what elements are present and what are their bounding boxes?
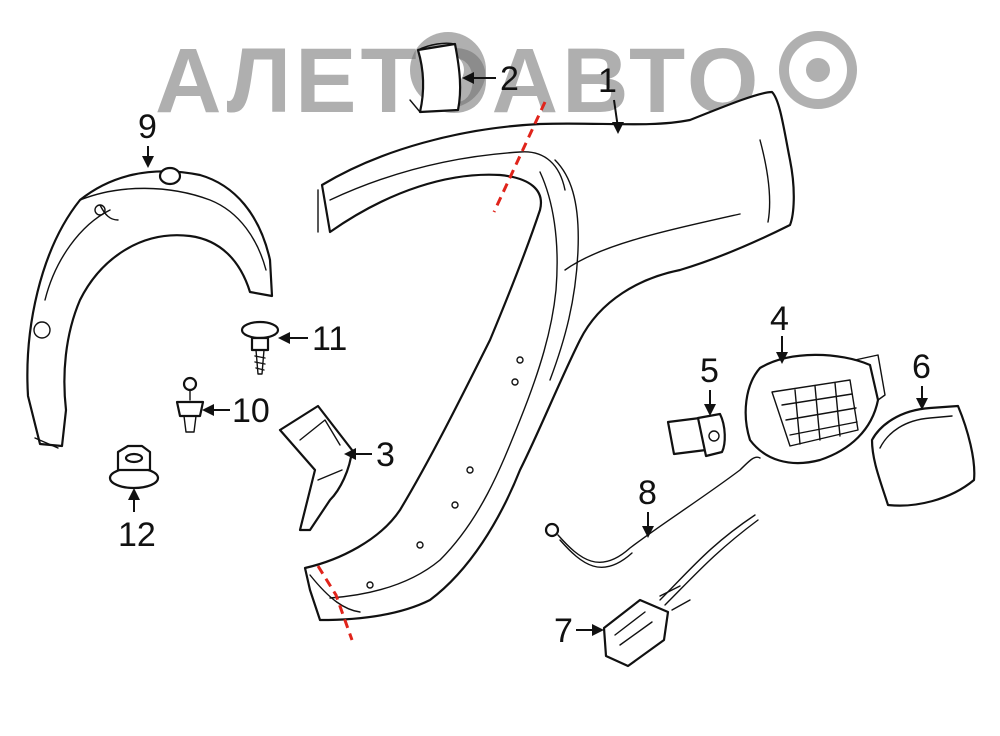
door-lock-actuator xyxy=(602,514,759,668)
cut-line-lower xyxy=(316,565,354,641)
callout-11: 11 xyxy=(278,320,347,358)
fuel-filler-housing xyxy=(744,353,886,465)
callout-9: 9 xyxy=(138,108,157,168)
screw-with-washer xyxy=(240,320,280,375)
callout-label: 5 xyxy=(700,352,719,390)
quarter-panel xyxy=(303,90,795,622)
small-actuator-part xyxy=(666,412,726,458)
callout-label: 9 xyxy=(138,108,157,146)
callout-10: 10 xyxy=(202,392,270,430)
wheel-arch-liner xyxy=(26,166,274,449)
callout-label: 4 xyxy=(770,300,789,338)
callout-1: 1 xyxy=(598,62,624,134)
watermark-fuel-emblem-icon xyxy=(779,31,857,109)
callout-7: 7 xyxy=(554,612,604,650)
bracket-part xyxy=(409,42,462,114)
callout-6: 6 xyxy=(912,348,931,410)
callout-label: 7 xyxy=(554,612,573,650)
push-clip xyxy=(175,376,205,433)
callout-label: 3 xyxy=(376,436,395,474)
reinforcement-bracket xyxy=(278,404,354,532)
callout-label: 2 xyxy=(500,60,519,98)
callout-label: 12 xyxy=(118,516,156,554)
callout-2: 2 xyxy=(462,60,519,98)
fuel-door xyxy=(870,404,976,507)
release-cable xyxy=(544,456,761,568)
callout-4: 4 xyxy=(770,300,789,364)
callout-5: 5 xyxy=(700,352,719,416)
callout-label: 10 xyxy=(232,392,270,430)
callout-12: 12 xyxy=(118,488,156,554)
callout-label: 1 xyxy=(598,62,617,100)
callout-8: 8 xyxy=(638,474,657,538)
callout-3: 3 xyxy=(344,436,395,474)
callout-label: 11 xyxy=(312,320,347,358)
callout-label: 8 xyxy=(638,474,657,512)
flange-nut xyxy=(108,444,160,490)
callout-label: 6 xyxy=(912,348,931,386)
cut-line-upper xyxy=(492,101,547,213)
